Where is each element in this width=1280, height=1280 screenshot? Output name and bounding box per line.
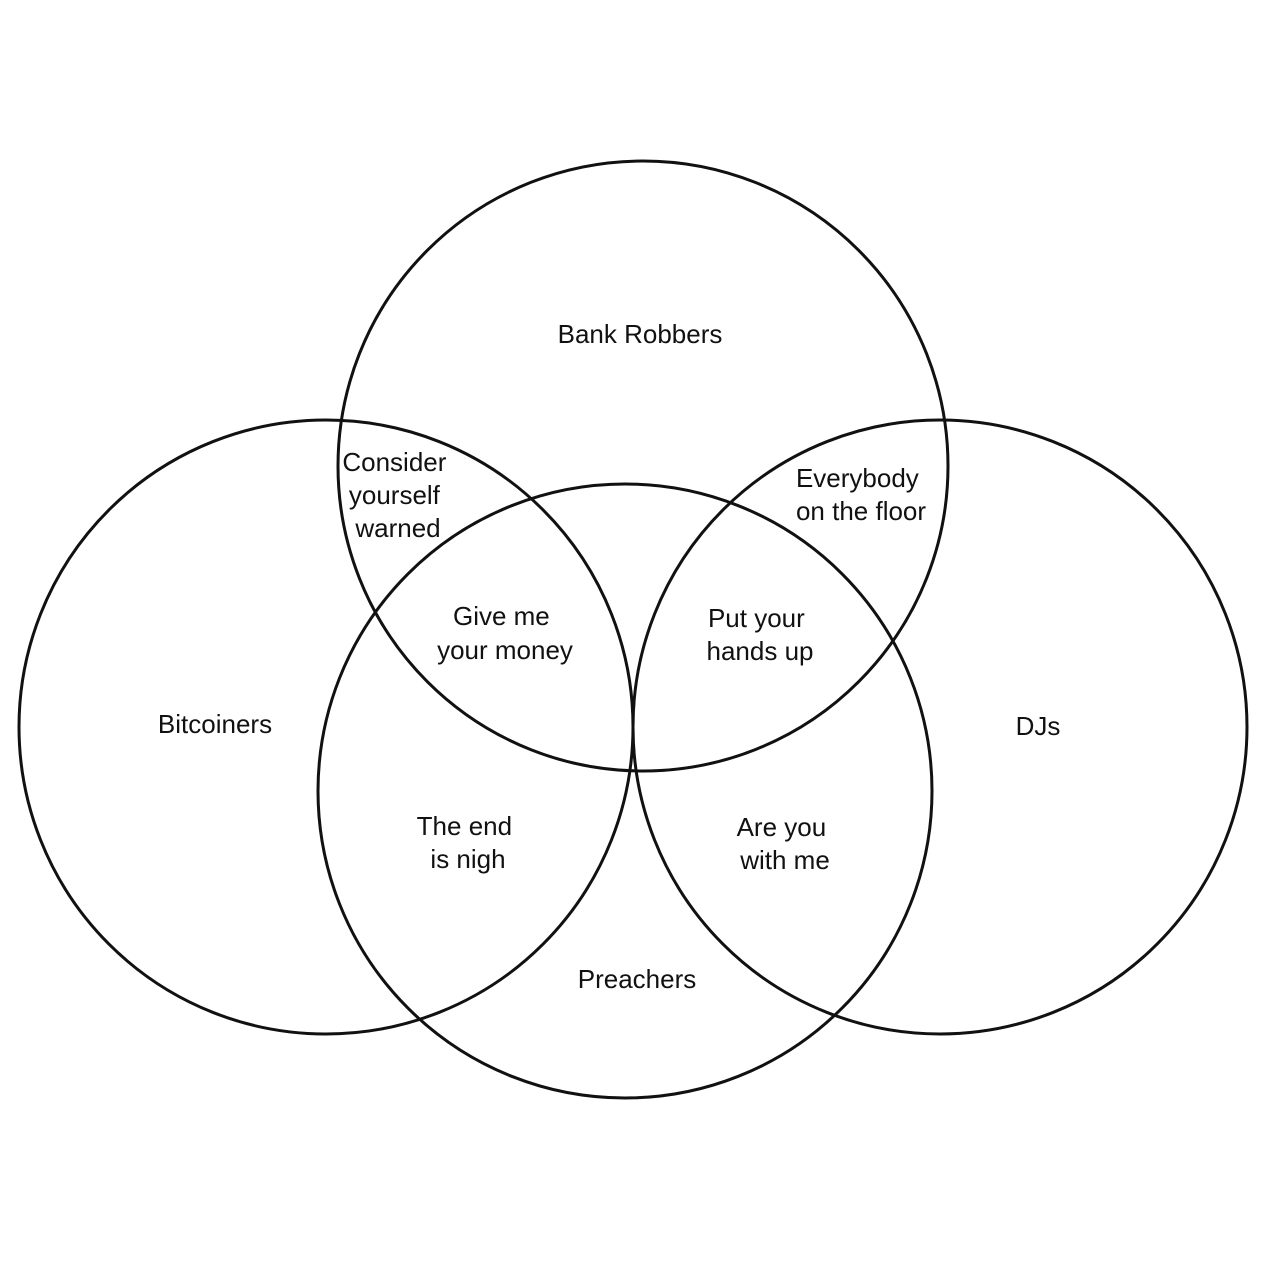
- overlap-line: Consider: [342, 447, 446, 477]
- overlap-line: Put your: [708, 603, 805, 633]
- overlap-line: The end: [417, 811, 512, 841]
- overlap-line: Are you: [737, 812, 827, 842]
- label-djs: DJs: [1016, 711, 1061, 741]
- circle-bank-robbers: [336, 159, 950, 773]
- label-bank-robbers: Bank Robbers: [558, 319, 723, 349]
- label-preachers: Preachers: [578, 964, 697, 994]
- label-bitcoiners: Bitcoiners: [158, 709, 272, 739]
- overlap-line: is nigh: [430, 844, 505, 874]
- overlap-line: Give me: [453, 601, 550, 631]
- circle-preachers: [316, 482, 934, 1100]
- overlap-bitcoiners-preachers: The end is nigh: [417, 811, 520, 874]
- overlap-line: on the floor: [796, 496, 926, 526]
- overlap-line: with me: [739, 845, 830, 875]
- overlap-line: warned: [354, 513, 440, 543]
- overlap-bank-robbers-djs: Everybody on the floor: [796, 463, 926, 526]
- circle-djs: [631, 418, 1249, 1036]
- overlap-bank-robbers-djs-preachers: Put your hands up: [707, 603, 814, 666]
- overlap-line: Everybody: [796, 463, 919, 493]
- overlap-bank-robbers-bitcoiners-preachers: Give me your money: [437, 601, 573, 665]
- overlap-line: hands up: [707, 636, 814, 666]
- overlap-bank-robbers-bitcoiners: Consider yourself warned: [342, 447, 453, 543]
- overlap-line: yourself: [349, 480, 441, 510]
- overlap-line: your money: [437, 635, 573, 665]
- overlap-djs-preachers: Are you with me: [737, 812, 834, 875]
